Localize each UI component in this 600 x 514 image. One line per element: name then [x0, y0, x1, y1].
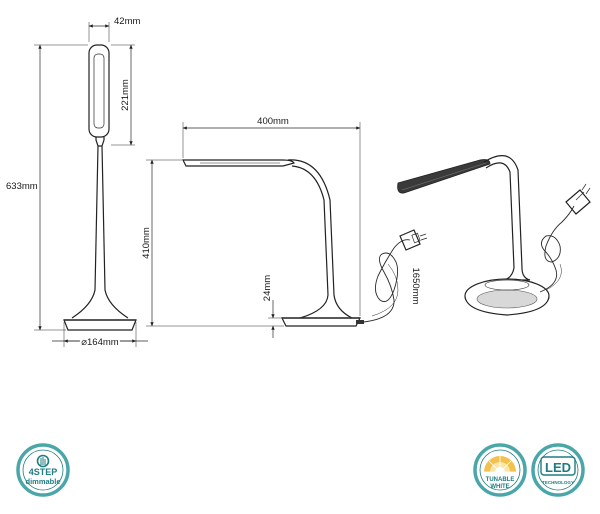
- side-base: [281, 317, 361, 327]
- side-cable: [363, 239, 411, 323]
- side-head: [182, 159, 295, 167]
- badge-tunable-white: TUNABLE WHITE: [473, 443, 527, 497]
- side-stem-inner: [291, 165, 329, 319]
- touch-dimmer-icon: [36, 454, 50, 468]
- perspective-stem-b: [485, 162, 515, 269]
- badge-led-line1: LED: [545, 460, 571, 475]
- badge-4step-dimmable: 4STEP dimmable: [16, 443, 70, 497]
- dim-height-side: 410mm: [141, 227, 152, 259]
- front-view: 42mm 221mm 633mm ⌀164mm: [6, 16, 148, 350]
- badge-tunable-line1: TUNABLE: [486, 477, 515, 483]
- led-icon: [540, 456, 576, 476]
- dim-cable-length: 1650mm: [410, 268, 421, 305]
- dim-total-height: 633mm: [6, 181, 38, 192]
- badge-led-technology: LED TECHNOLOGY: [531, 443, 585, 497]
- perspective-power-adapter: [565, 183, 591, 215]
- front-stem-right: [101, 145, 129, 319]
- front-head-led-strip: [93, 53, 105, 129]
- dim-reach: 400mm: [257, 116, 289, 127]
- badge-dimming-line2: dimmable: [25, 477, 60, 486]
- side-view: 400mm 410mm 24mm 1650mm: [141, 116, 428, 338]
- side-stem-outer: [287, 159, 353, 319]
- badge-dimming-line1: 4STEP: [29, 467, 58, 477]
- badge-led-line2: TECHNOLOGY: [542, 480, 574, 485]
- perspective-stem-a: [483, 155, 523, 269]
- side-power-adapter: [399, 229, 428, 251]
- perspective-view: [397, 155, 591, 316]
- front-neck: [95, 137, 105, 147]
- front-head: [88, 44, 110, 138]
- tunable-white-icon: [484, 456, 516, 473]
- dim-head-length: 221mm: [120, 79, 131, 111]
- perspective-cable: [539, 205, 575, 293]
- dim-base-diameter: ⌀164mm: [81, 337, 118, 348]
- front-stem-left: [71, 145, 99, 319]
- side-plug-connector: [356, 320, 364, 324]
- dim-base-height: 24mm: [262, 275, 273, 301]
- badge-tunable-line2: WHITE: [490, 484, 509, 490]
- front-base: [63, 319, 137, 331]
- dim-head-width: 42mm: [114, 16, 140, 27]
